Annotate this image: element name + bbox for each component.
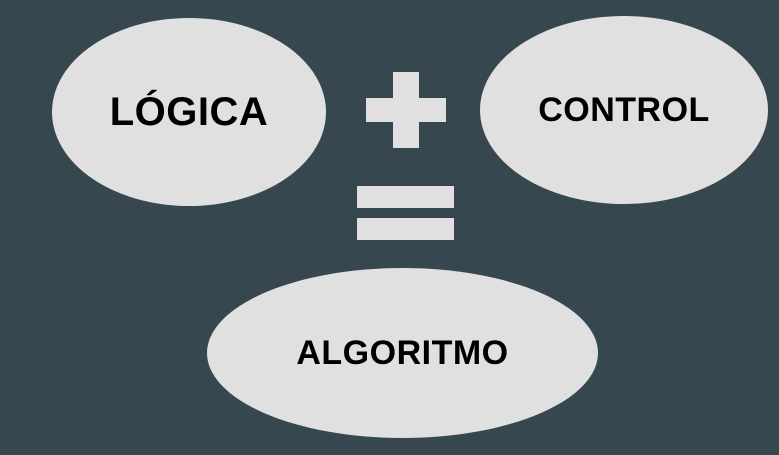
control-label: CONTROL xyxy=(538,90,710,129)
equals-bottom-bar xyxy=(357,218,454,240)
logica-label: LÓGICA xyxy=(109,89,269,134)
logica-ellipse: LÓGICA xyxy=(52,18,326,206)
algoritmo-label: ALGORITMO xyxy=(296,333,509,372)
plus-vertical-bar xyxy=(393,72,419,148)
algoritmo-ellipse: ALGORITMO xyxy=(207,268,598,438)
control-ellipse: CONTROL xyxy=(480,16,768,204)
equals-top-bar xyxy=(357,186,454,208)
